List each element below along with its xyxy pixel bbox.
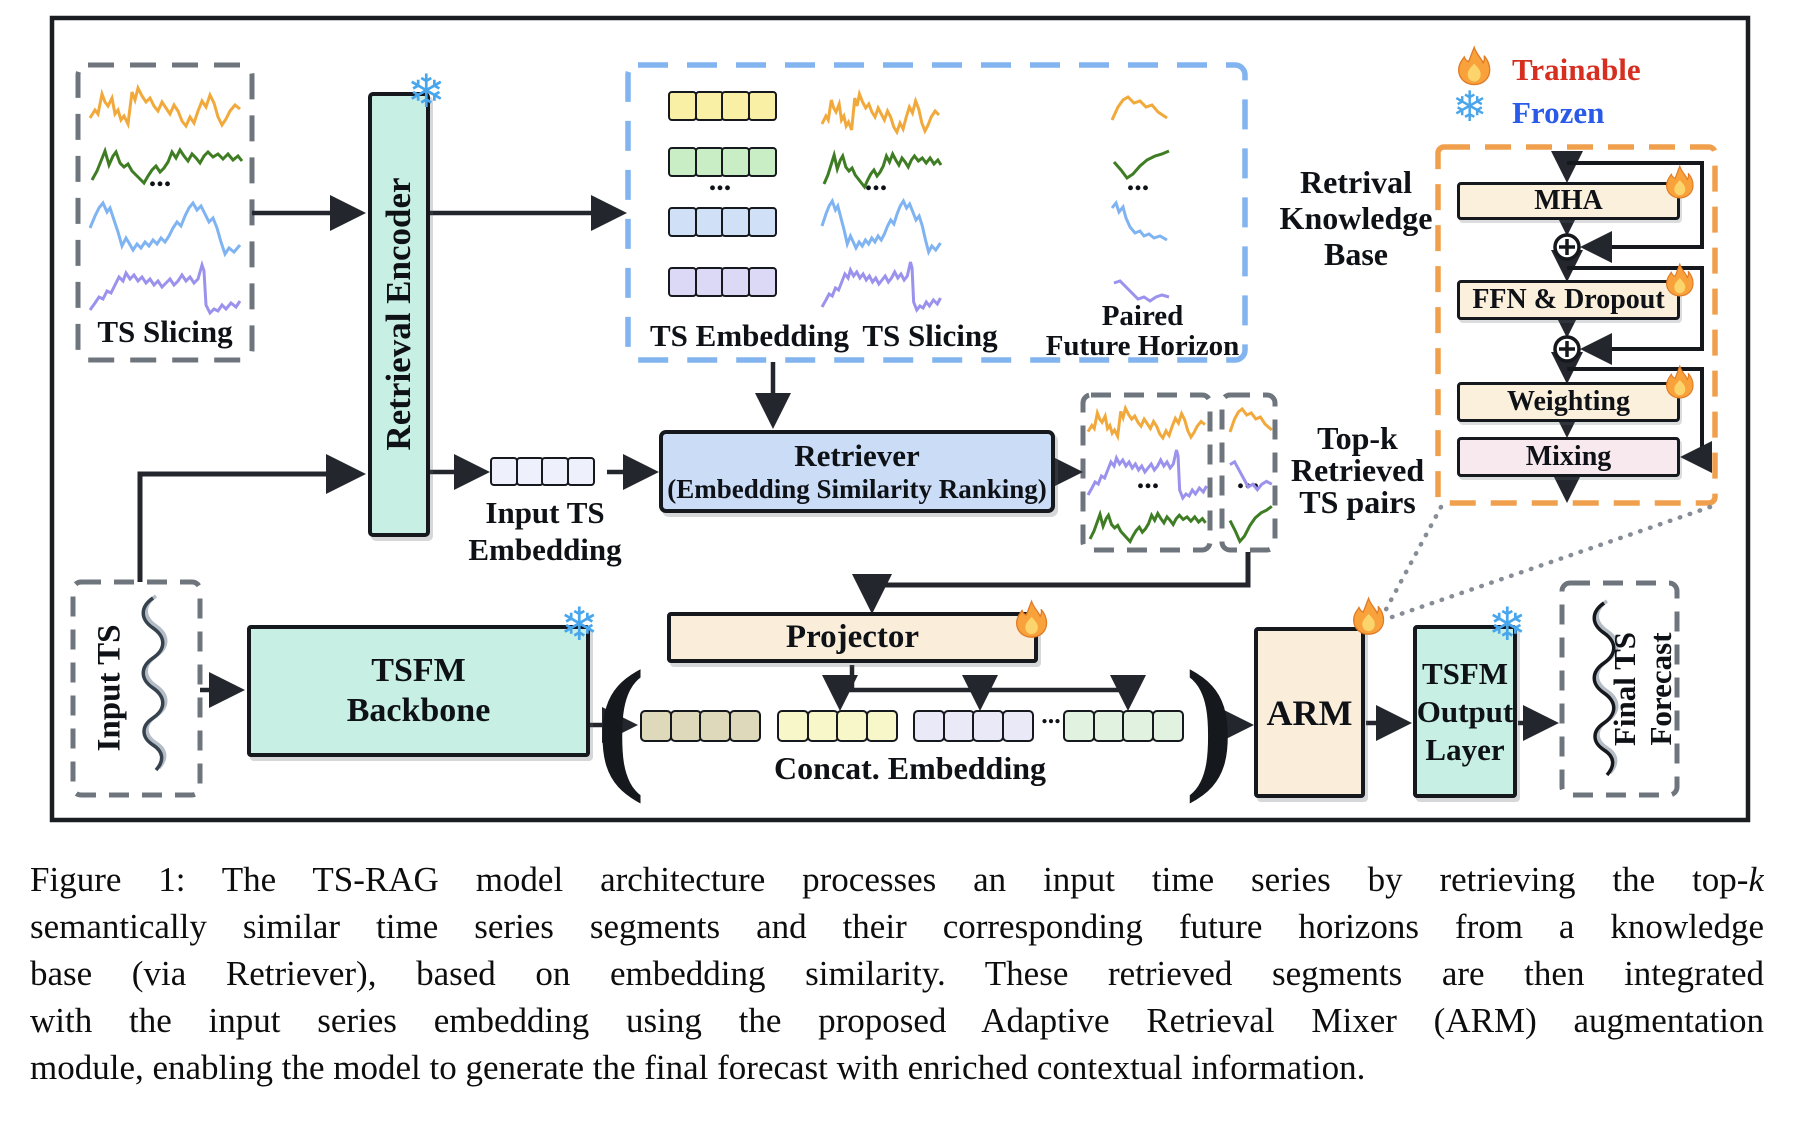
kb-title-line1: Retrival: [1300, 164, 1412, 200]
tsfm-output-line3: Layer: [1425, 731, 1505, 767]
projector-box: Projector: [667, 612, 1038, 663]
retrieval-encoder-box: Retrieval Encoder: [368, 92, 430, 537]
ts-slicing-sparklines: [88, 86, 244, 315]
zoom-dotted-lines: [1380, 504, 1713, 620]
concat-paren-close: ): [1185, 641, 1235, 805]
retriever-subtitle: (Embedding Similarity Ranking): [667, 473, 1047, 504]
kb-embedding-row-purple: [668, 267, 777, 297]
ffn-dropout-label: FFN & Dropout: [1472, 284, 1665, 315]
tsfm-output-line1: TSFM: [1421, 655, 1509, 691]
caption-line-1: Figure 1: The TS-RAG model architecture …: [30, 856, 1764, 903]
retriever-box: Retriever (Embedding Similarity Ranking): [659, 430, 1055, 513]
concat-group-green: [1063, 710, 1184, 742]
kb-title-line2: Knowledge: [1279, 200, 1433, 236]
tsfm-output-line2: Output: [1416, 693, 1514, 729]
concat-group-input: [640, 710, 761, 742]
kb-future-horizon-sparklines: [1110, 95, 1171, 303]
mixing-label: Mixing: [1525, 441, 1612, 472]
ellipsis-concat: ...: [1041, 700, 1061, 729]
weighting-label: Weighting: [1507, 386, 1630, 417]
tsfm-backbone-line2: Backbone: [346, 692, 491, 729]
retriever-title: Retriever: [794, 437, 920, 473]
ellipsis-topk-right: ...: [1236, 462, 1260, 495]
kb-paired-label-line2: Future Horizon: [1045, 330, 1240, 362]
caption-line-3: base (via Retriever), based on embedding…: [30, 954, 1764, 993]
arm-box: ARM: [1254, 627, 1365, 798]
tsfm-backbone-line1: TSFM: [371, 652, 466, 689]
frozen-snowflake-icon: ❄: [1452, 82, 1488, 131]
weighting-box: Weighting: [1457, 382, 1680, 422]
caption-line-4: with the input series embedding using th…: [30, 1001, 1764, 1040]
caption-line-1-k: k: [1748, 860, 1764, 899]
caption-line-1-text: Figure 1: The TS-RAG model architecture …: [30, 860, 1749, 899]
final-forecast-label: Final TS Forecast: [1607, 632, 1679, 746]
encoder-snowflake-icon: ❄: [407, 64, 446, 118]
ellipsis-ts-slicing: ...: [148, 160, 172, 193]
legend-trainable-label: Trainable: [1512, 52, 1641, 87]
arm-label: ARM: [1266, 692, 1353, 733]
kb-paired-label-line1: Paired: [1101, 300, 1184, 332]
final-forecast-line1: Final TS: [1607, 631, 1642, 747]
final-forecast-line2: Forecast: [1643, 632, 1678, 746]
tsfm-backbone-box: TSFM Backbone: [247, 625, 590, 757]
concat-embedding-label: Concat. Embedding: [773, 750, 1047, 786]
input-ts-embedding-cells: [490, 457, 595, 486]
trainable-flame-icon: [1458, 46, 1491, 86]
input-embedding-label-line1: Input TS: [485, 495, 605, 530]
kb-embedding-row-yellow: [668, 91, 777, 121]
retrieval-encoder-label: Retrieval Encoder: [379, 177, 418, 451]
mha-box: MHA: [1457, 182, 1680, 220]
kb-embedding-row-green: [668, 147, 777, 177]
tsfm-snowflake-icon: ❄: [560, 597, 599, 651]
concat-group-lavender: [913, 710, 1034, 742]
input-ts-squiggle: [141, 594, 168, 772]
ellipsis-topk-left: ...: [1136, 462, 1160, 495]
ellipsis-kb-horizon: ...: [1126, 164, 1150, 197]
caption-line-2: semantically similar time series segment…: [30, 907, 1764, 946]
ts-slicing-label: TS Slicing: [97, 314, 233, 349]
topk-label-line3: TS pairs: [1299, 484, 1416, 520]
kb-ts-slicing-label: TS Slicing: [862, 318, 998, 353]
projector-label: Projector: [785, 619, 920, 655]
input-ts-label: Input TS: [91, 624, 128, 752]
mha-label: MHA: [1534, 185, 1603, 216]
concat-group-yellow: [777, 710, 898, 742]
input-embedding-label-line2: Embedding: [468, 532, 622, 567]
concat-paren-open: (: [596, 641, 646, 805]
kb-title-line3: Base: [1324, 236, 1388, 272]
legend-frozen-label: Frozen: [1512, 95, 1605, 130]
caption-line-5: module, enabling the model to generate t…: [30, 1048, 1366, 1087]
kb-ts-slicing-sparklines: [820, 92, 943, 312]
ellipsis-kb-slicing: ...: [864, 164, 888, 197]
output-snowflake-icon: ❄: [1488, 597, 1527, 651]
figure-caption: Figure 1: The TS-RAG model architecture …: [30, 856, 1764, 1091]
kb-ts-embedding-label: TS Embedding: [650, 318, 850, 353]
mixing-box: Mixing: [1457, 437, 1680, 477]
kb-embedding-row-blue: [668, 207, 777, 237]
ffn-dropout-box: FFN & Dropout: [1457, 280, 1680, 320]
